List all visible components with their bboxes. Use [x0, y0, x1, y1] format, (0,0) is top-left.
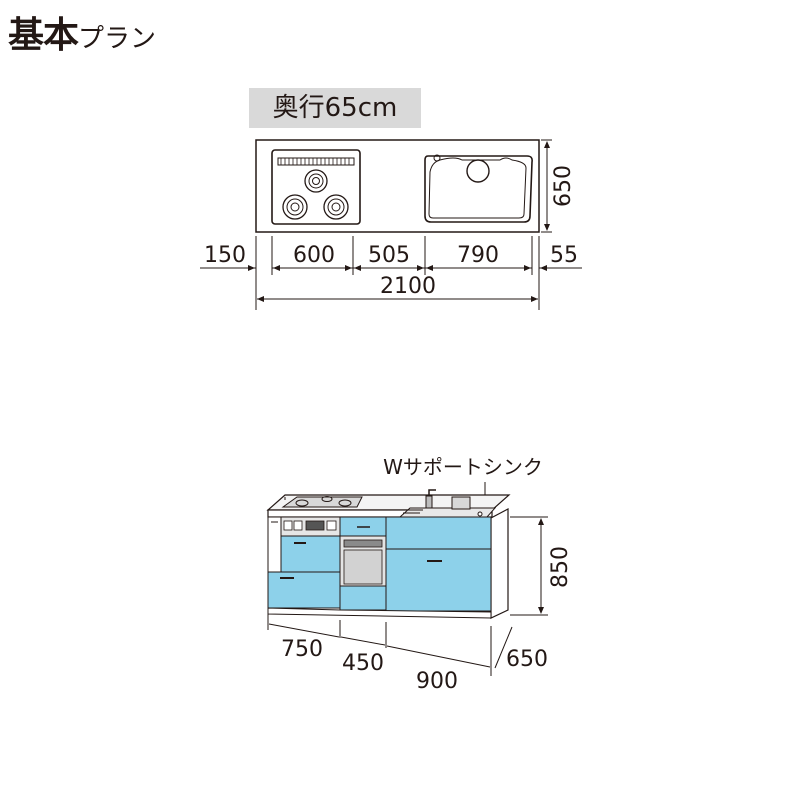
cabinet-drawer-lower-right — [385, 548, 492, 612]
width-dim-150: 150 — [204, 243, 246, 268]
burner-right-icon — [338, 499, 352, 507]
cabinet-left-filler — [267, 516, 282, 573]
width-dim-790: 790 — [457, 243, 499, 268]
plan-title-sub: プラン — [78, 24, 157, 54]
sink-label: Wサポートシンク — [383, 455, 543, 479]
cabinet-drawer-middle-bottom — [339, 585, 387, 611]
depth-label: 奥行65cm — [249, 88, 421, 128]
width-dimension-lines — [200, 236, 582, 310]
burner-left-icon — [282, 194, 308, 220]
cabinet-drawer-upper-left — [280, 535, 341, 573]
burner-back-icon — [304, 169, 328, 193]
sink-plan — [424, 154, 533, 223]
total-width-dim: 2100 — [380, 274, 436, 299]
height-dimension — [510, 516, 548, 616]
burner-right-icon — [323, 194, 349, 220]
front-width-900: 900 — [416, 669, 458, 694]
drain-icon — [466, 159, 490, 183]
cabinet-drawer-lower-left — [267, 571, 341, 609]
cabinet-drawer-upper-right — [385, 516, 492, 550]
front-depth-650: 650 — [506, 647, 548, 672]
width-dim-55: 55 — [550, 243, 578, 268]
stove-plan — [271, 149, 361, 225]
front-width-dimension — [267, 608, 513, 676]
plan-title-main: 基本 — [8, 15, 79, 56]
front-width-450: 450 — [342, 651, 384, 676]
burner-back-icon — [321, 496, 333, 502]
depth-dimension — [541, 139, 552, 233]
burner-left-icon — [295, 499, 309, 507]
front-width-750: 750 — [281, 637, 323, 662]
depth-dim-label: 650 — [551, 165, 576, 207]
height-dim-label: 850 — [548, 546, 573, 588]
stove-front — [281, 496, 363, 508]
faucet-hole-icon — [433, 154, 441, 162]
width-dim-505: 505 — [368, 243, 410, 268]
width-dim-600: 600 — [293, 243, 335, 268]
cabinet-side-panel — [490, 508, 509, 619]
plan-title: 基本プラン — [8, 6, 156, 58]
